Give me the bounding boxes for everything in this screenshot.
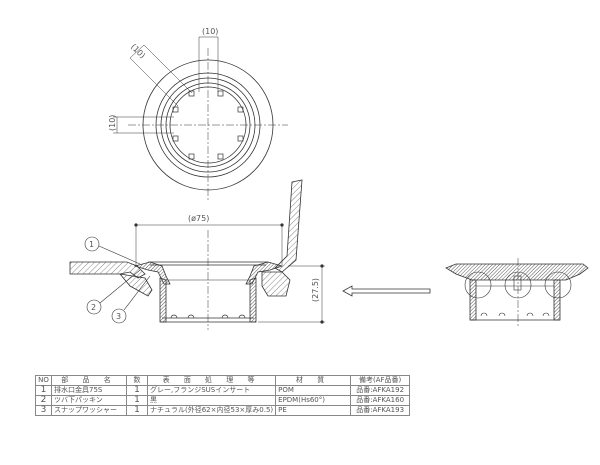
cell-qty: 1 (126, 405, 148, 416)
header-treatment: 表 面 処 理 等 (146, 375, 277, 386)
dim-left-label: (10) (108, 115, 117, 131)
dim-height-label: (27.5) (311, 278, 320, 302)
callout-1: 1 (89, 240, 94, 249)
cell-material: POM (275, 385, 352, 396)
cell-material: PE (275, 405, 352, 416)
dim-top-label: (10) (202, 27, 218, 36)
header-name: 部 品 名 (51, 375, 127, 386)
table-header-row: NO 部 品 名 数 表 面 処 理 等 材 質 備考(AF品番) (35, 375, 411, 386)
cell-no: 2 (35, 395, 52, 406)
side-view (445, 258, 589, 326)
cell-treatment: グレー,フランジSUSインサート (146, 385, 277, 396)
table-row: 3 スナップワッシャー 1 ナチュラル(外径62×内径53×厚み0.5) PE … (35, 405, 411, 416)
cell-qty: 1 (126, 385, 148, 396)
cell-no: 1 (35, 385, 52, 396)
cell-name: スナップワッシャー (51, 405, 127, 416)
left-arrow-icon (342, 285, 431, 297)
section-view (69, 179, 325, 330)
top-view (113, 36, 288, 202)
dim-diameter-label: (ø75) (188, 214, 209, 223)
cell-name: ツバ下パッキン (51, 395, 127, 406)
cell-name: 排水口金具75S (51, 385, 127, 396)
header-material: 材 質 (275, 375, 352, 386)
cell-treatment: ナチュラル(外径62×内径53×厚み0.5) (146, 405, 277, 416)
table-row: 1 排水口金具75S 1 グレー,フランジSUSインサート POM 品番:AFK… (35, 385, 411, 396)
cell-qty: 1 (126, 395, 148, 406)
callout-3: 3 (116, 312, 121, 321)
parts-table: NO 部 品 名 数 表 面 処 理 等 材 質 備考(AF品番) 1 排水口金… (35, 375, 411, 416)
cell-note: 品番:AFKA192 (350, 385, 411, 396)
callout-2: 2 (91, 303, 96, 312)
cell-no: 3 (35, 405, 52, 416)
header-no: NO (35, 375, 52, 386)
table-row: 2 ツバ下パッキン 1 黒 EPDM(Hs60°) 品番:AFKA160 (35, 395, 411, 406)
header-note: 備考(AF品番) (350, 375, 411, 386)
cell-material: EPDM(Hs60°) (275, 395, 352, 406)
cell-note: 品番:AFKA160 (350, 395, 411, 406)
cell-note: 品番:AFKA193 (350, 405, 411, 416)
cell-treatment: 黒 (146, 395, 277, 406)
header-qty: 数 (126, 375, 148, 386)
